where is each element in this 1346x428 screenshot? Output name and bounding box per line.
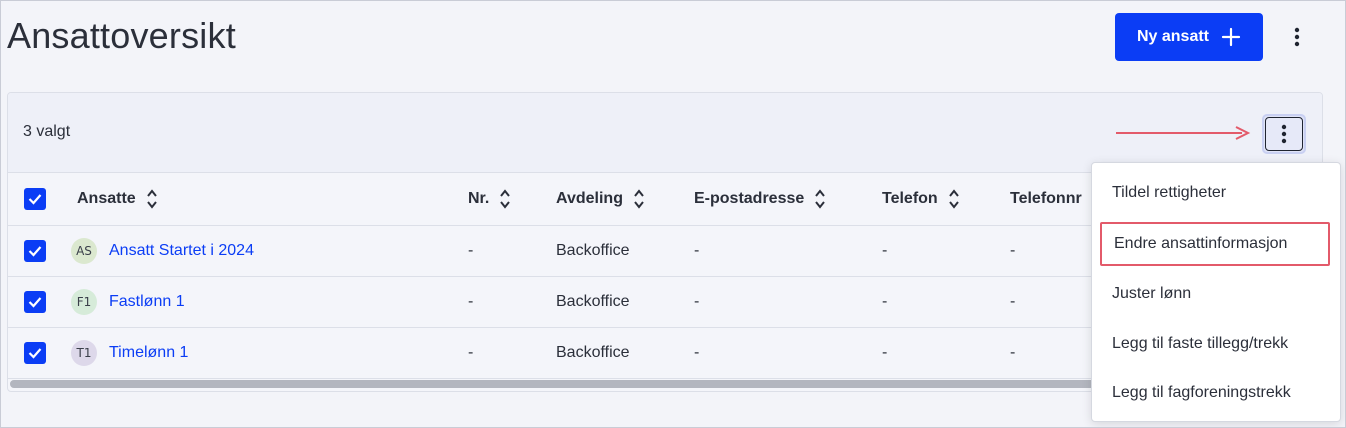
bulk-actions-button[interactable] <box>1262 114 1306 154</box>
scrollbar-thumb[interactable] <box>10 380 1100 388</box>
annotation-arrow-icon <box>1116 126 1251 140</box>
select-all-checkbox[interactable] <box>24 187 46 210</box>
employee-department: Backoffice <box>556 327 694 379</box>
employee-email: - <box>694 225 882 277</box>
employee-phone: - <box>882 276 1010 328</box>
check-icon <box>28 296 42 308</box>
menu-item[interactable]: Endre ansattinformasjon <box>1100 222 1330 266</box>
sort-icon <box>948 189 959 209</box>
check-icon <box>28 194 42 205</box>
employee-phone: - <box>882 327 1010 379</box>
employee-nr: - <box>468 327 556 379</box>
employee-name-link[interactable]: Ansatt Startet i 2024 <box>109 241 254 259</box>
employee-department: Backoffice <box>556 225 694 277</box>
avatar: F1 <box>71 288 97 315</box>
column-header-avdeling[interactable]: Avdeling <box>556 173 694 226</box>
avatar: T1 <box>71 339 97 366</box>
column-header-epost[interactable]: E-postadresse <box>694 173 882 226</box>
sort-icon <box>146 189 157 209</box>
check-icon <box>28 347 42 359</box>
employee-name-link[interactable]: Fastlønn 1 <box>109 292 185 310</box>
column-header-telefon[interactable]: Telefon <box>882 173 1010 226</box>
column-header-nr[interactable]: Nr. <box>468 173 556 226</box>
employee-nr: - <box>468 276 556 328</box>
plus-icon <box>1221 27 1241 47</box>
selection-bar: 3 valgt <box>8 93 1322 173</box>
sort-icon <box>634 189 644 209</box>
row-checkbox[interactable] <box>24 239 46 262</box>
horizontal-scrollbar[interactable] <box>10 380 1320 388</box>
check-icon <box>28 245 42 257</box>
more-vertical-icon <box>1281 124 1287 144</box>
page-more-button[interactable] <box>1283 21 1311 53</box>
row-checkbox[interactable] <box>24 290 46 313</box>
sort-icon <box>500 189 511 209</box>
menu-item[interactable]: Juster lønn <box>1112 285 1192 302</box>
menu-item[interactable]: Tildel rettigheter <box>1112 184 1227 201</box>
avatar: AS <box>71 237 97 264</box>
employee-email: - <box>694 276 882 328</box>
new-employee-button[interactable]: Ny ansatt <box>1115 13 1263 61</box>
column-header-ansatte[interactable]: Ansatte <box>62 173 468 226</box>
more-vertical-icon <box>1294 27 1300 47</box>
menu-item[interactable]: Legg til faste tillegg/trekk <box>1112 335 1289 352</box>
employee-email: - <box>694 327 882 379</box>
menu-item[interactable]: Legg til fagforeningstrekk <box>1112 384 1291 401</box>
selected-count: 3 valgt <box>23 123 71 140</box>
employee-name-link[interactable]: Timelønn 1 <box>109 343 189 361</box>
row-checkbox[interactable] <box>24 341 46 364</box>
employee-department: Backoffice <box>556 276 694 328</box>
page-title: Ansattoversikt <box>7 15 236 56</box>
sort-icon <box>815 189 826 209</box>
employee-nr: - <box>468 225 556 277</box>
employee-phone: - <box>882 225 1010 277</box>
new-employee-label: Ny ansatt <box>1136 28 1210 45</box>
